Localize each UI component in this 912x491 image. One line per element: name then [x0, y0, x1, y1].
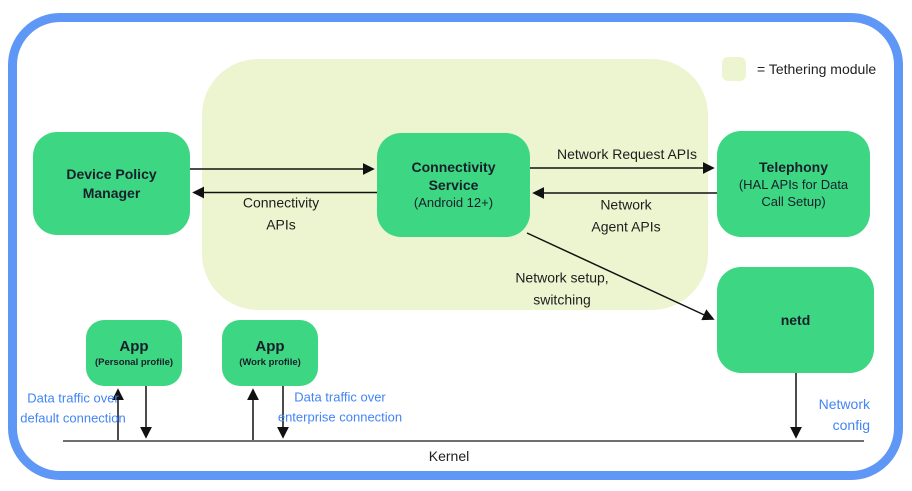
legend-label: = Tethering module — [757, 61, 877, 77]
device-boundary-frame — [8, 13, 903, 480]
box-telephony-subtitle: (HAL APIs for Data Call Setup) — [738, 176, 849, 209]
label-network-agent-apis: Network Agent APIs — [591, 196, 661, 234]
box-app-personal-profile: App (Personal profile) — [86, 320, 182, 386]
legend: = Tethering module — [722, 56, 876, 82]
box-device-policy-manager-title: Device Policy Manager — [66, 166, 157, 201]
tethering-module-swatch-icon — [722, 57, 746, 81]
box-device-policy-manager: Device Policy Manager — [33, 132, 190, 235]
box-connectivity-service-subtitle: (Android 12+) — [413, 195, 494, 211]
label-network-config: Network config — [818, 396, 870, 433]
box-app-work-title: App — [255, 338, 285, 356]
box-netd-title: netd — [780, 311, 811, 328]
box-connectivity-service: Connectivity Service (Android 12+) — [377, 133, 530, 237]
box-telephony: Telephony (HAL APIs for Data Call Setup) — [717, 131, 870, 237]
box-app-work-subtitle: (Work profile) — [239, 356, 301, 368]
label-network-request-apis: Network Request APIs — [556, 146, 698, 163]
label-connectivity-apis: Connectivity APIs — [242, 194, 320, 232]
box-netd: netd — [717, 267, 874, 373]
box-telephony-title: Telephony — [759, 158, 828, 175]
label-network-setup-switching: Network setup, switching — [515, 269, 609, 307]
box-app-personal-title: App — [119, 338, 149, 356]
box-app-personal-subtitle: (Personal profile) — [94, 356, 174, 368]
box-connectivity-service-title: Connectivity Service — [411, 158, 496, 194]
box-app-work-profile: App (Work profile) — [222, 320, 318, 386]
label-data-traffic-enterprise: Data traffic over enterprise connection — [277, 389, 403, 425]
label-data-traffic-default: Data traffic over default connection — [20, 390, 126, 426]
label-kernel: Kernel — [428, 448, 470, 464]
